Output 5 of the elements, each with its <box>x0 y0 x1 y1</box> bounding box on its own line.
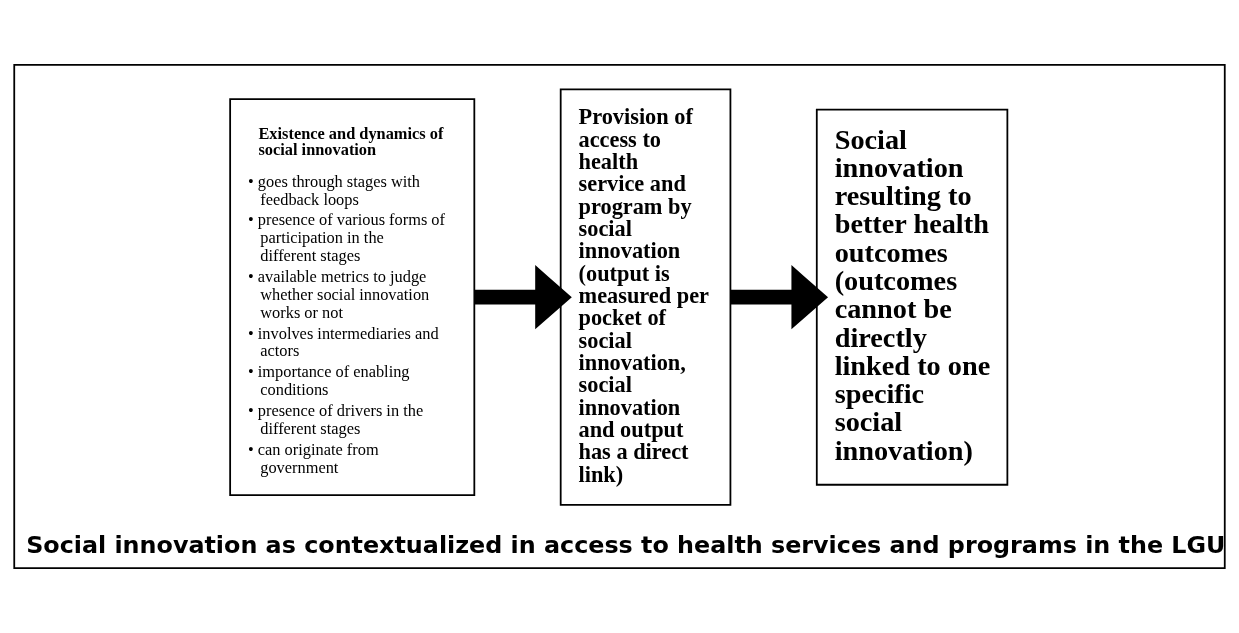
node-box: Provision of access to health service and program by social innovation (output is measured per pocket of social innovation, social innovation and output has a direct link) <box>559 88 732 506</box>
node-box: Social innovation resulting to better health outcomes (outcomes cannot be directly linked to one specific social innovation) <box>815 108 1009 486</box>
arrow <box>474 265 572 330</box>
arrow <box>730 265 829 330</box>
node-box: Existence and dynamics of social innovation • goes through stages with feedback loops • presence of various forms of participation in the different stages • available metrics to judge whether social innovation works or not • involves intermediaries and actors • importance of enabling conditions • presence of drivers in the different stages • can originate from government <box>229 98 476 497</box>
